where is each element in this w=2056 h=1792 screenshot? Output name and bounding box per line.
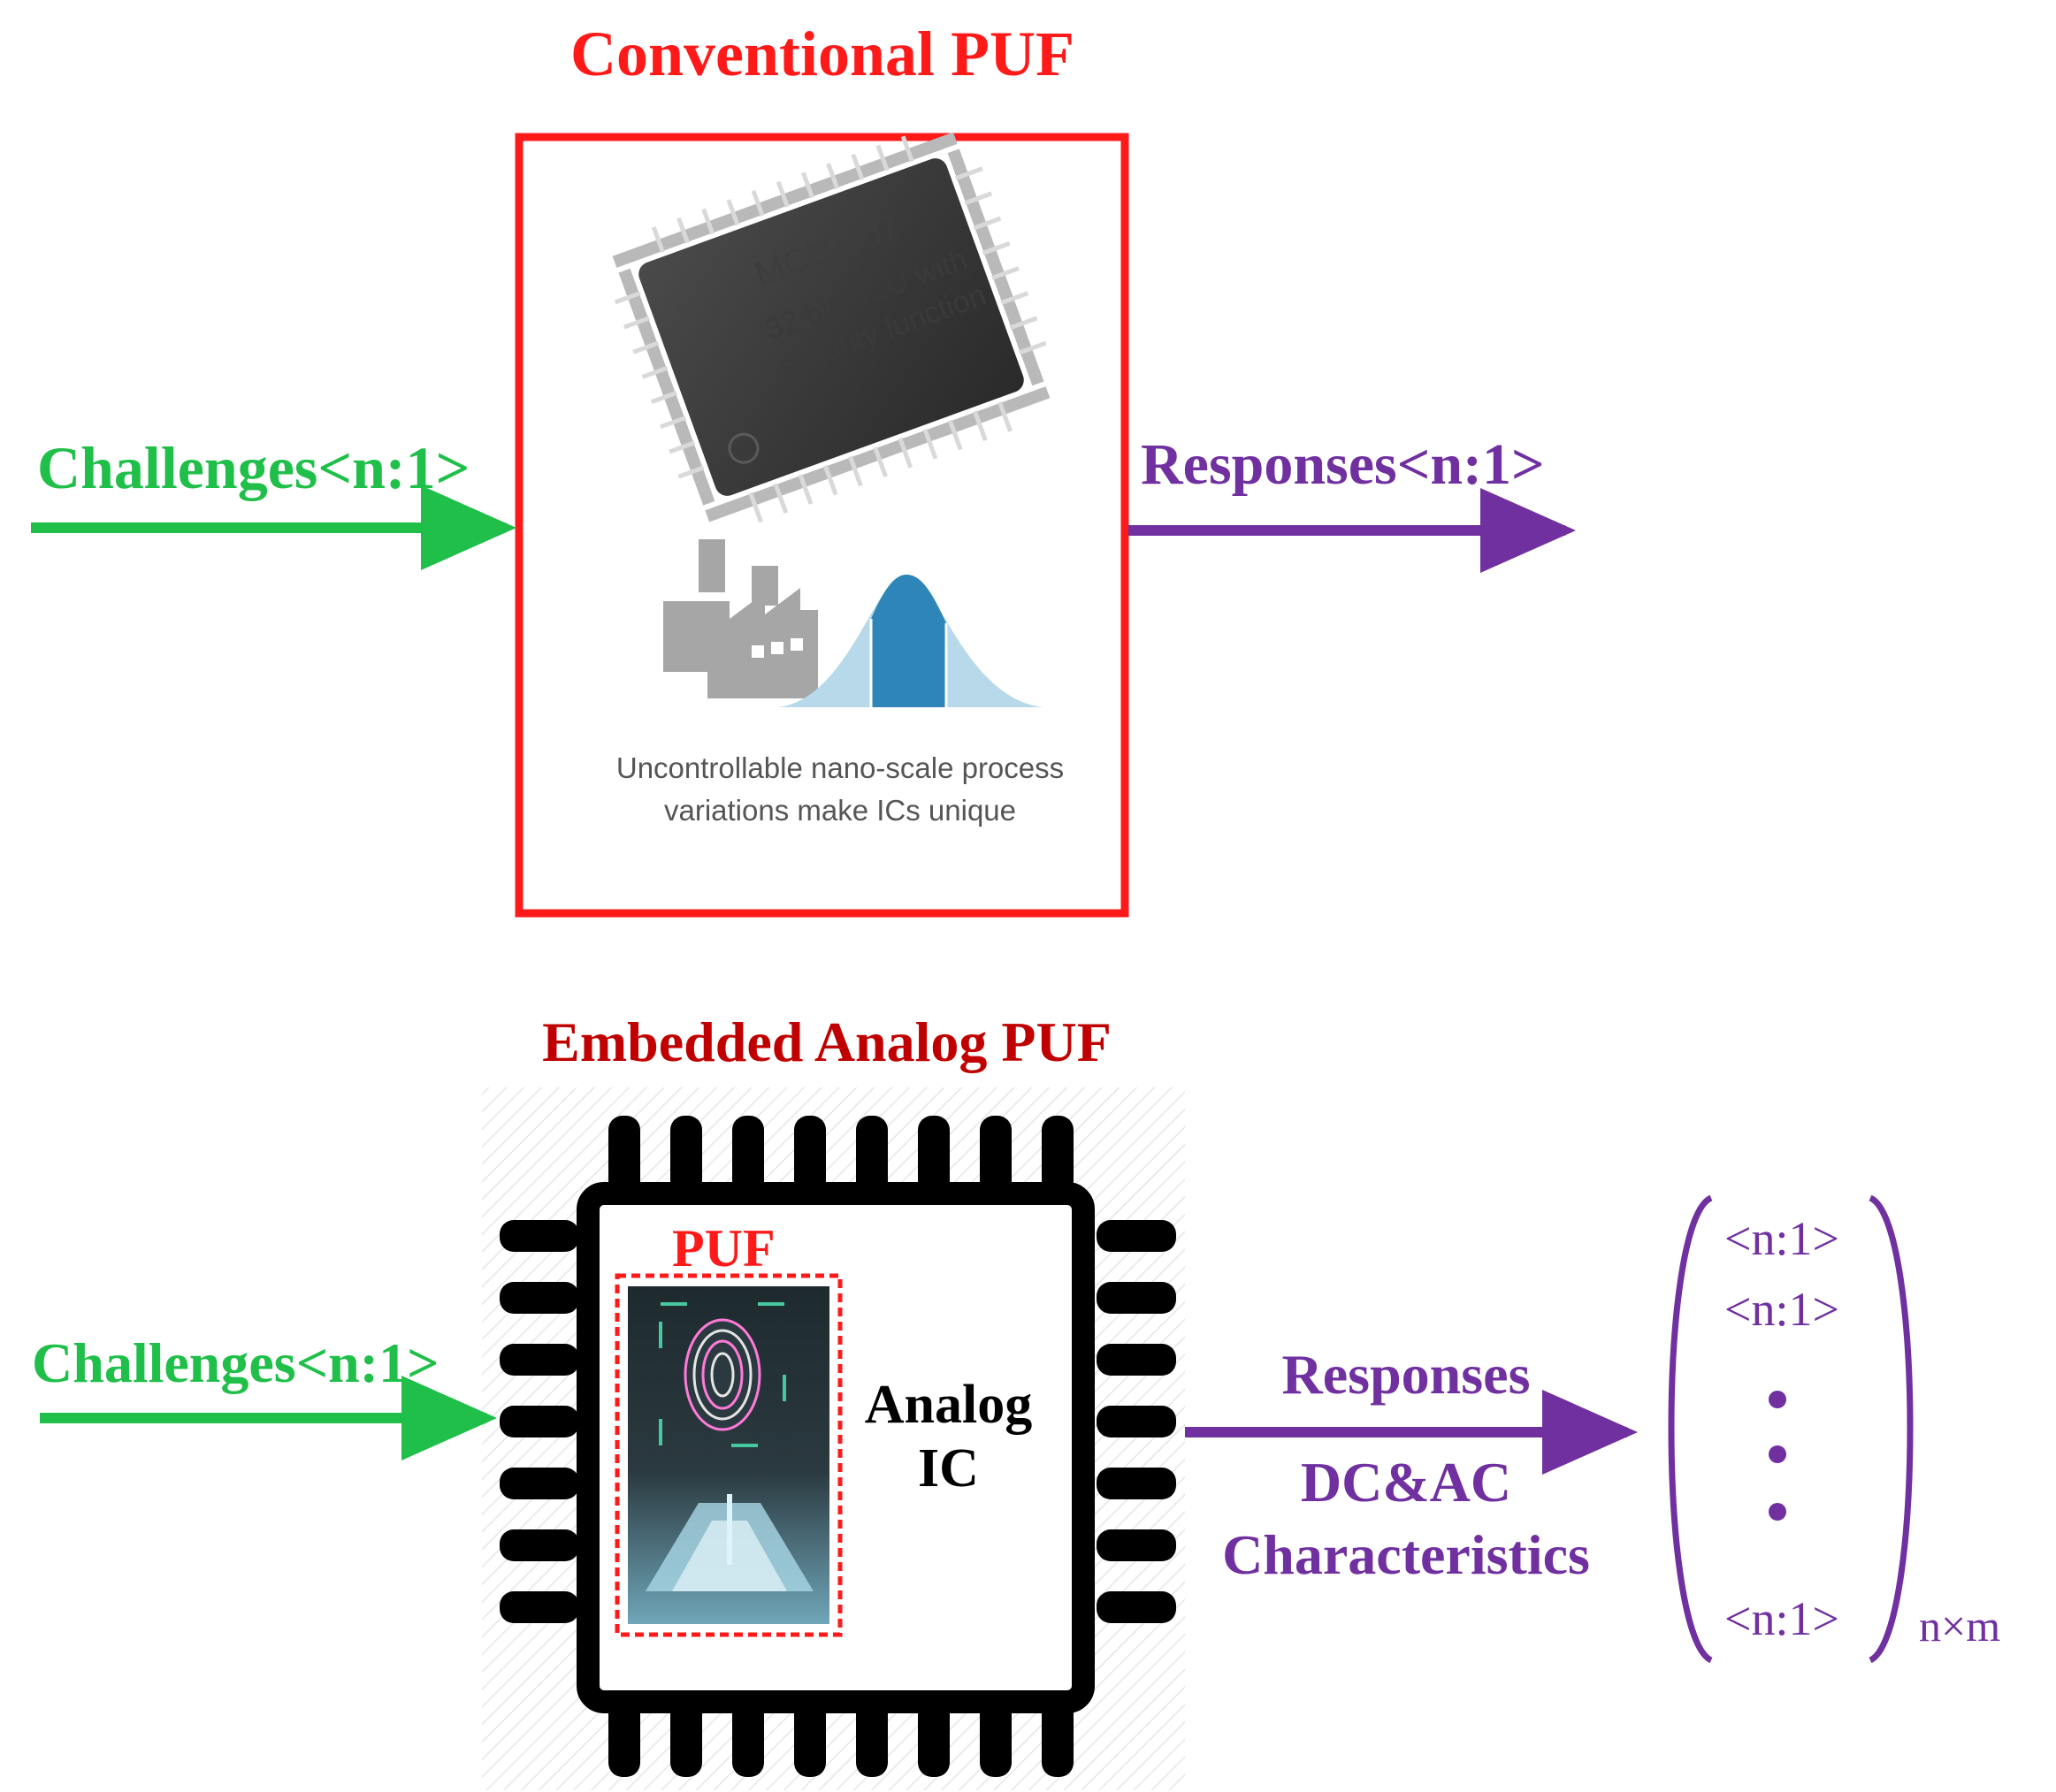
matrix-dimension-label: n×m (1919, 1601, 2001, 1651)
matrix-left-bracket (1668, 1194, 1713, 1664)
factory-icon (663, 539, 818, 698)
vector-ellipsis (1769, 1391, 1786, 1521)
responses-label-bottom: Responses (1281, 1343, 1531, 1406)
fingerprint-icon (628, 1286, 829, 1624)
puf-dashed-box (615, 1273, 843, 1637)
challenges-label-bottom: Challenges<n:1> (32, 1331, 439, 1394)
embedded-analog-puf-title: Embedded Analog PUF (542, 1010, 1112, 1073)
challenges-label-top: Challenges<n:1> (37, 434, 470, 501)
conventional-puf-title: Conventional PUF (569, 19, 1075, 89)
bell-curve-icon (778, 575, 1043, 707)
dcac-label: DC&AC (1300, 1451, 1512, 1514)
puf-chip-icon (500, 1116, 1176, 1777)
responses-label-top: Responses<n:1> (1141, 432, 1545, 497)
vector-entry-2: <n:1> (1724, 1283, 1839, 1336)
process-variation-text: Uncontrollable nano-scale process variat… (615, 751, 1065, 827)
vector-entry-1: <n:1> (1724, 1212, 1839, 1265)
analog-ic-label: Analog IC (864, 1375, 1033, 1498)
characteristics-label: Characteristics (1222, 1523, 1590, 1586)
vector-entry-3: <n:1> (1724, 1592, 1839, 1645)
ic-chip-icon: MCU-007 32 bit MCU with security functio… (612, 132, 1051, 523)
puf-label: PUF (672, 1219, 776, 1277)
matrix-right-bracket (1869, 1194, 1914, 1664)
